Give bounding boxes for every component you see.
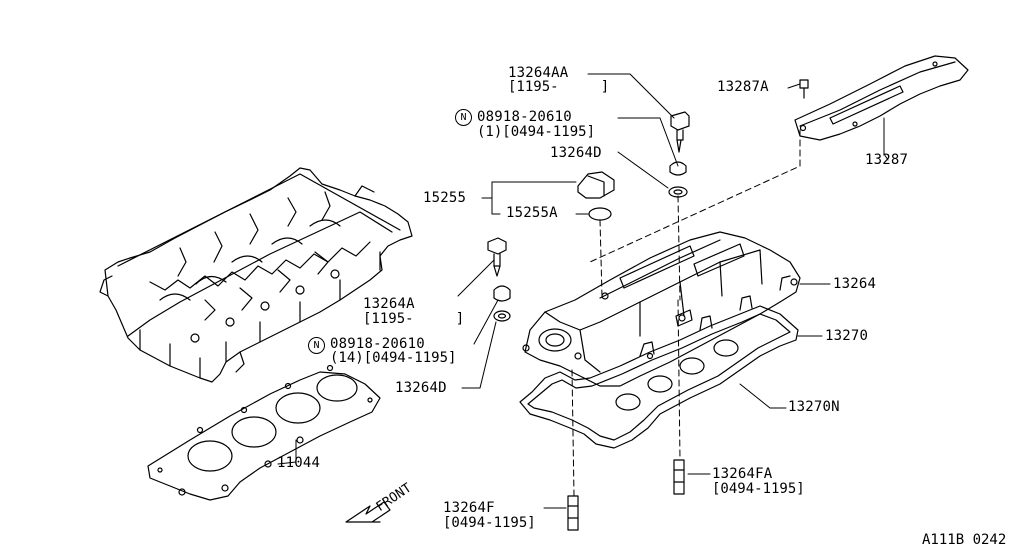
qty-08918-upper: (1)[0494-1195] <box>477 124 596 140</box>
label-13264D-lower: 13264D <box>395 380 447 396</box>
label-13270: 13270 <box>825 328 869 344</box>
washer-13264D-upper-drawing <box>668 186 688 198</box>
cap-seal-15255A-drawing <box>588 207 612 221</box>
label-15255A: 15255A <box>506 205 558 221</box>
label-08918-lower: 08918-20610 <box>330 336 425 352</box>
oil-cap-15255-drawing <box>577 171 615 199</box>
date-13264F: [0494-1195] <box>443 515 536 531</box>
bolt-13264A-drawing <box>487 237 507 277</box>
stud-13264FA-drawing <box>673 459 685 495</box>
label-08918-upper: 08918-20610 <box>477 109 572 125</box>
n-symbol-lower: N <box>308 337 325 354</box>
label-13264AA: 13264AA <box>508 65 569 81</box>
label-13264F: 13264F <box>443 500 495 516</box>
label-11044: 11044 <box>277 455 321 471</box>
grommet-13264D-lower-drawing <box>493 285 511 302</box>
date-13264AA: [1195- ] <box>508 79 610 95</box>
qty-08918-lower: (14)[0494-1195] <box>330 350 457 366</box>
label-15255: 15255 <box>423 190 467 206</box>
stud-13287A-drawing <box>799 79 809 99</box>
leader-lines <box>277 73 889 509</box>
label-13264: 13264 <box>833 276 877 292</box>
date-13264FA: [0494-1195] <box>712 481 805 497</box>
head-gasket-drawing <box>147 364 381 501</box>
bolt-13264AA-drawing <box>670 111 690 153</box>
grommet-13264D-upper-drawing <box>669 161 687 176</box>
label-13270N: 13270N <box>788 399 840 415</box>
alignment-lines <box>571 129 801 497</box>
date-13264A: [1195- ] <box>363 311 465 327</box>
label-13264A: 13264A <box>363 296 415 312</box>
rocker-gasket-drawing <box>519 305 799 449</box>
stud-13264F-drawing <box>567 495 579 531</box>
washer-13264D-lower-drawing <box>493 310 511 322</box>
label-13287: 13287 <box>865 152 909 168</box>
diagram-reference: A111B 0242 <box>922 532 1007 548</box>
label-13264D-upper: 13264D <box>550 145 602 161</box>
front-arrow <box>345 501 391 523</box>
ornament-cover-drawing <box>794 55 969 141</box>
n-symbol-upper: N <box>455 109 472 126</box>
label-13287A: 13287A <box>717 79 769 95</box>
cylinder-head-drawing <box>99 167 413 383</box>
label-13264FA: 13264FA <box>712 466 773 482</box>
rocker-cover-drawing <box>522 231 801 387</box>
